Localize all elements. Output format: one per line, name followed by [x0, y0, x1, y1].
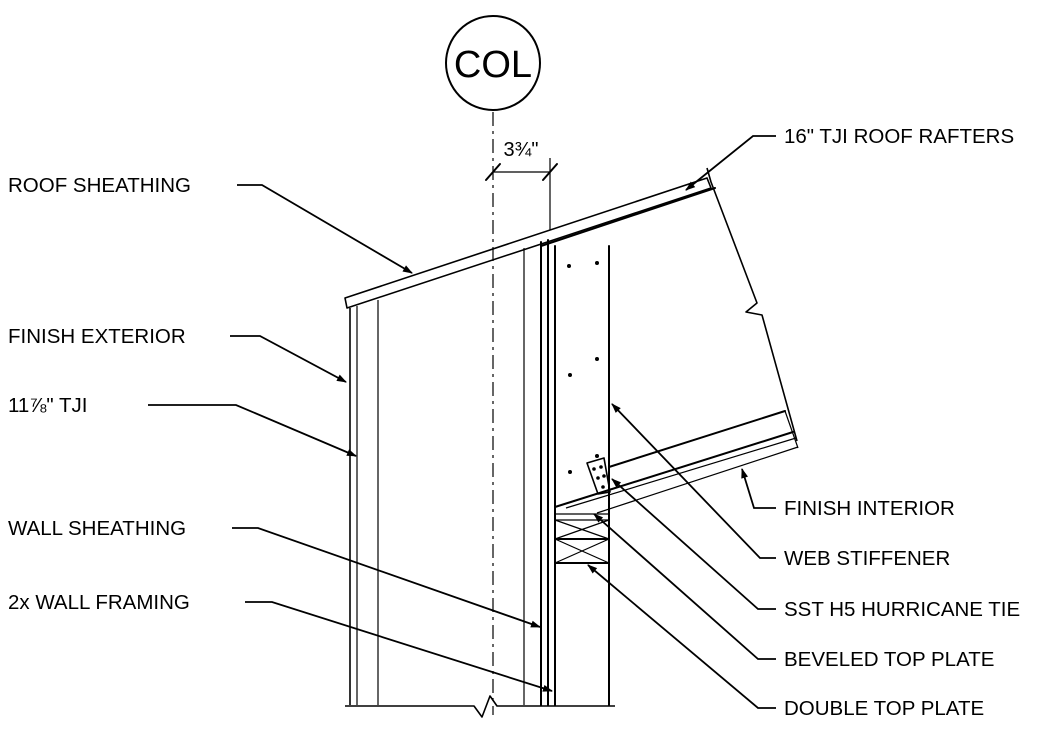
rafter-break-line [706, 167, 798, 442]
leader-tji [148, 404, 357, 457]
label-tji: 11⅞" TJI [8, 394, 87, 417]
leader-finish-exterior [230, 335, 347, 383]
rafter-bottom-and-finish [554, 410, 799, 514]
rafter-top-edge [540, 187, 716, 247]
label-double-top-plate: DOUBLE TOP PLATE [784, 697, 984, 720]
label-wall-sheathing: WALL SHEATHING [8, 517, 186, 540]
exterior-wall [349, 300, 379, 705]
roof-sheathing-panel [344, 177, 712, 309]
leader-web-stiffener [611, 403, 776, 559]
web-stiffener-nails [567, 261, 599, 474]
column-grid-bubble: COL [445, 15, 541, 111]
hurricane-tie [586, 457, 611, 495]
top-plates [554, 513, 610, 564]
leader-wall-sheathing [232, 527, 541, 628]
label-finish-interior: FINISH INTERIOR [784, 497, 955, 520]
bottom-break-line [345, 695, 615, 718]
leader-roof-sheathing [237, 184, 413, 274]
label-roof-sheathing: ROOF SHEATHING [8, 174, 191, 197]
label-roof-rafters: 16" TJI ROOF RAFTERS [784, 125, 1014, 148]
label-finish-exterior: FINISH EXTERIOR [8, 325, 186, 348]
leader-finish-interior [741, 468, 776, 509]
leader-hurricane-tie [611, 478, 776, 610]
label-hurricane-tie: SST H5 HURRICANE TIE [784, 598, 1020, 621]
label-web-stiffener: WEB STIFFENER [784, 547, 950, 570]
label-beveled-top-plate: BEVELED TOP PLATE [784, 648, 994, 671]
leader-double-top-plate [587, 564, 776, 709]
stud-wall [523, 239, 610, 706]
leader-wall-framing [245, 601, 553, 692]
column-grid-label: COL [454, 44, 532, 86]
dimension-text: 3¾" [504, 139, 539, 161]
leader-roof-rafters [685, 135, 776, 191]
dimension-3-3-4: 3¾" [485, 139, 558, 230]
label-wall-framing: 2x WALL FRAMING [8, 591, 190, 614]
leader-beveled-top-plate [593, 513, 776, 660]
